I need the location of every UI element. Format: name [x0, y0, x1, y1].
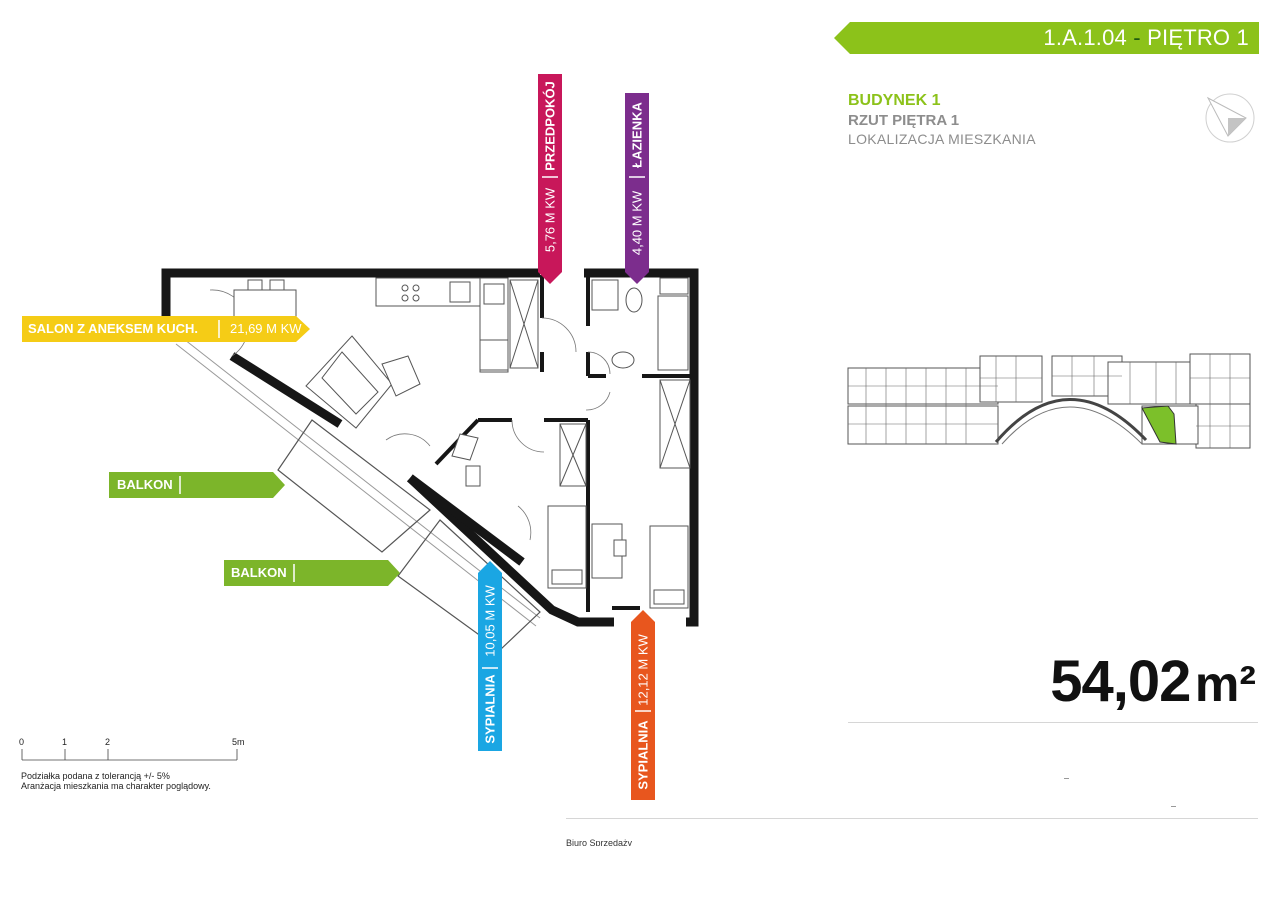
sypialnia-1-area: 10,05 M KW [482, 585, 498, 657]
sypialnia-2-name: SYPIALNIA [635, 720, 651, 790]
area-value: 54,02 [1050, 649, 1191, 714]
mark-dash [1171, 806, 1176, 807]
header-title: 1.A.1.04 - PIĘTRO 1 [1043, 25, 1249, 51]
bedroom-1-furniture [451, 423, 587, 589]
label-sypialnia-2: 12,12 M KW SYPIALNIA [631, 610, 655, 800]
hall-wardrobe [659, 379, 691, 469]
footer-cut-text: Biuro Sprzedaży [566, 838, 633, 846]
kitchen-furniture [375, 277, 539, 373]
label-sypialnia-1-shape [478, 561, 502, 751]
balkon-2-name: BALKON [231, 565, 287, 580]
sypialnia-2-area: 12,12 M KW [635, 634, 651, 706]
apartment-location-highlight [1141, 405, 1177, 445]
label-salon: SALON Z ANEKSEM KUCH. 21,69 M KW [22, 316, 310, 342]
floor-plan [161, 268, 699, 651]
salon-name: SALON Z ANEKSEM KUCH. [28, 321, 198, 336]
label-sypialnia-2-shape [631, 610, 655, 800]
sofa [305, 335, 421, 429]
label-lazienka: ŁAZIENKA 4,40 M KW [625, 93, 649, 284]
unit-code: 1.A.1.04 [1043, 25, 1127, 50]
lazienka-area: 4,40 M KW [629, 190, 645, 256]
scale-tick-5m: 5m [232, 737, 245, 747]
przedpokoj-area: 5,76 M KW [542, 187, 558, 253]
footer-divider [566, 818, 1258, 819]
area-unit: m² [1194, 656, 1256, 712]
note-disclaimer: Aranżacja mieszkania ma charakter pogląd… [21, 781, 211, 791]
header-separator: - [1126, 25, 1148, 50]
total-area: 54,02 m² [1000, 648, 1256, 715]
label-balkon-1: BALKON [109, 472, 285, 498]
label-lazienka-shape [625, 93, 649, 284]
label-przedpokoj-shape [538, 74, 562, 284]
scale-tick-0: 0 [19, 737, 25, 747]
mark-dash [1064, 778, 1069, 779]
sypialnia-1-name: SYPIALNIA [482, 674, 498, 744]
location-label: LOKALIZACJA MIESZKANIA [848, 131, 1036, 147]
label-balkon-1-shape [109, 472, 285, 498]
header-banner: 1.A.1.04 - PIĘTRO 1 [834, 22, 1259, 54]
lazienka-name: ŁAZIENKA [629, 102, 645, 168]
floor-plan-title: RZUT PIĘTRA 1 [848, 112, 960, 129]
bedroom-2-furniture [591, 523, 689, 609]
building-name: BUDYNEK 1 [848, 92, 941, 109]
salon-area: 21,69 M KW [230, 321, 302, 336]
floor-label: PIĘTRO 1 [1147, 25, 1249, 50]
note-tolerance: Podziałka podana z tolerancją +/- 5% [21, 771, 170, 781]
label-przedpokoj: PRZEDPOKÓJ 5,76 M KW [538, 74, 562, 284]
interior-walls [434, 273, 690, 612]
przedpokoj-name: PRZEDPOKÓJ [542, 81, 558, 171]
area-divider [848, 722, 1258, 723]
scale-tick-1: 1 [62, 737, 68, 747]
site-plan-map [847, 353, 1251, 449]
label-balkon-2-shape [224, 560, 400, 586]
header-banner-shape [834, 22, 1259, 54]
balkon-1-name: BALKON [117, 477, 173, 492]
scale-tick-2: 2 [105, 737, 111, 747]
label-sypialnia-1: 10,05 M KW SYPIALNIA [478, 561, 502, 751]
building-info: BUDYNEK 1 RZUT PIĘTRA 1 LOKALIZACJA MIES… [848, 91, 1108, 149]
label-balkon-2: BALKON [224, 560, 400, 586]
compass-north-icon [1205, 93, 1255, 143]
bathroom-fixtures [591, 277, 689, 371]
scale-bar-lines [21, 749, 238, 761]
label-salon-shape [22, 316, 310, 342]
